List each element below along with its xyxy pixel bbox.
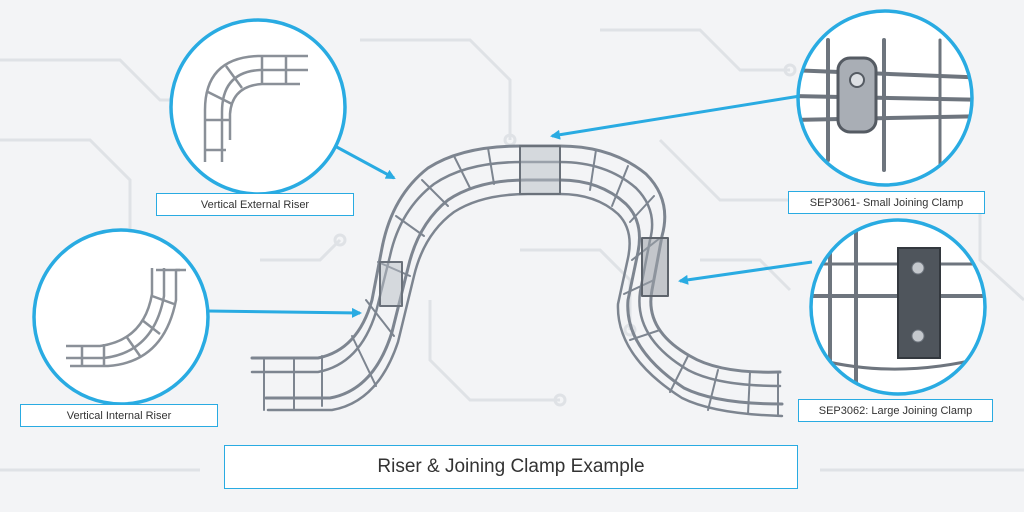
label-vertical-external-riser: Vertical External Riser [156, 193, 354, 216]
diagram-caption: Riser & Joining Clamp Example [224, 445, 798, 489]
callout-arrows [207, 94, 813, 318]
joining-clamp-left [379, 261, 403, 307]
detail-internal-riser [32, 228, 210, 406]
tray-bottom-rail-2 [266, 192, 784, 418]
arrow-external-riser [332, 143, 396, 180]
label-small-joining-clamp: SEP3061- Small Joining Clamp [788, 191, 985, 214]
joining-clamp-top [519, 145, 561, 195]
detail-small-clamp [796, 9, 974, 187]
label-large-joining-clamp: SEP3062: Large Joining Clamp [798, 399, 993, 422]
tray-outer-top-rail-2 [250, 160, 782, 388]
arrow-large-clamp [678, 260, 813, 285]
tray-outer-top-rail [250, 144, 782, 374]
detail-large-clamp [809, 218, 987, 396]
detail-external-riser [169, 18, 347, 196]
arrow-internal-riser [207, 307, 362, 318]
joining-clamp-side [641, 237, 669, 297]
label-vertical-internal-riser: Vertical Internal Riser [20, 404, 218, 427]
arrow-small-clamp [550, 94, 801, 140]
cable-tray-assembly [250, 144, 784, 418]
